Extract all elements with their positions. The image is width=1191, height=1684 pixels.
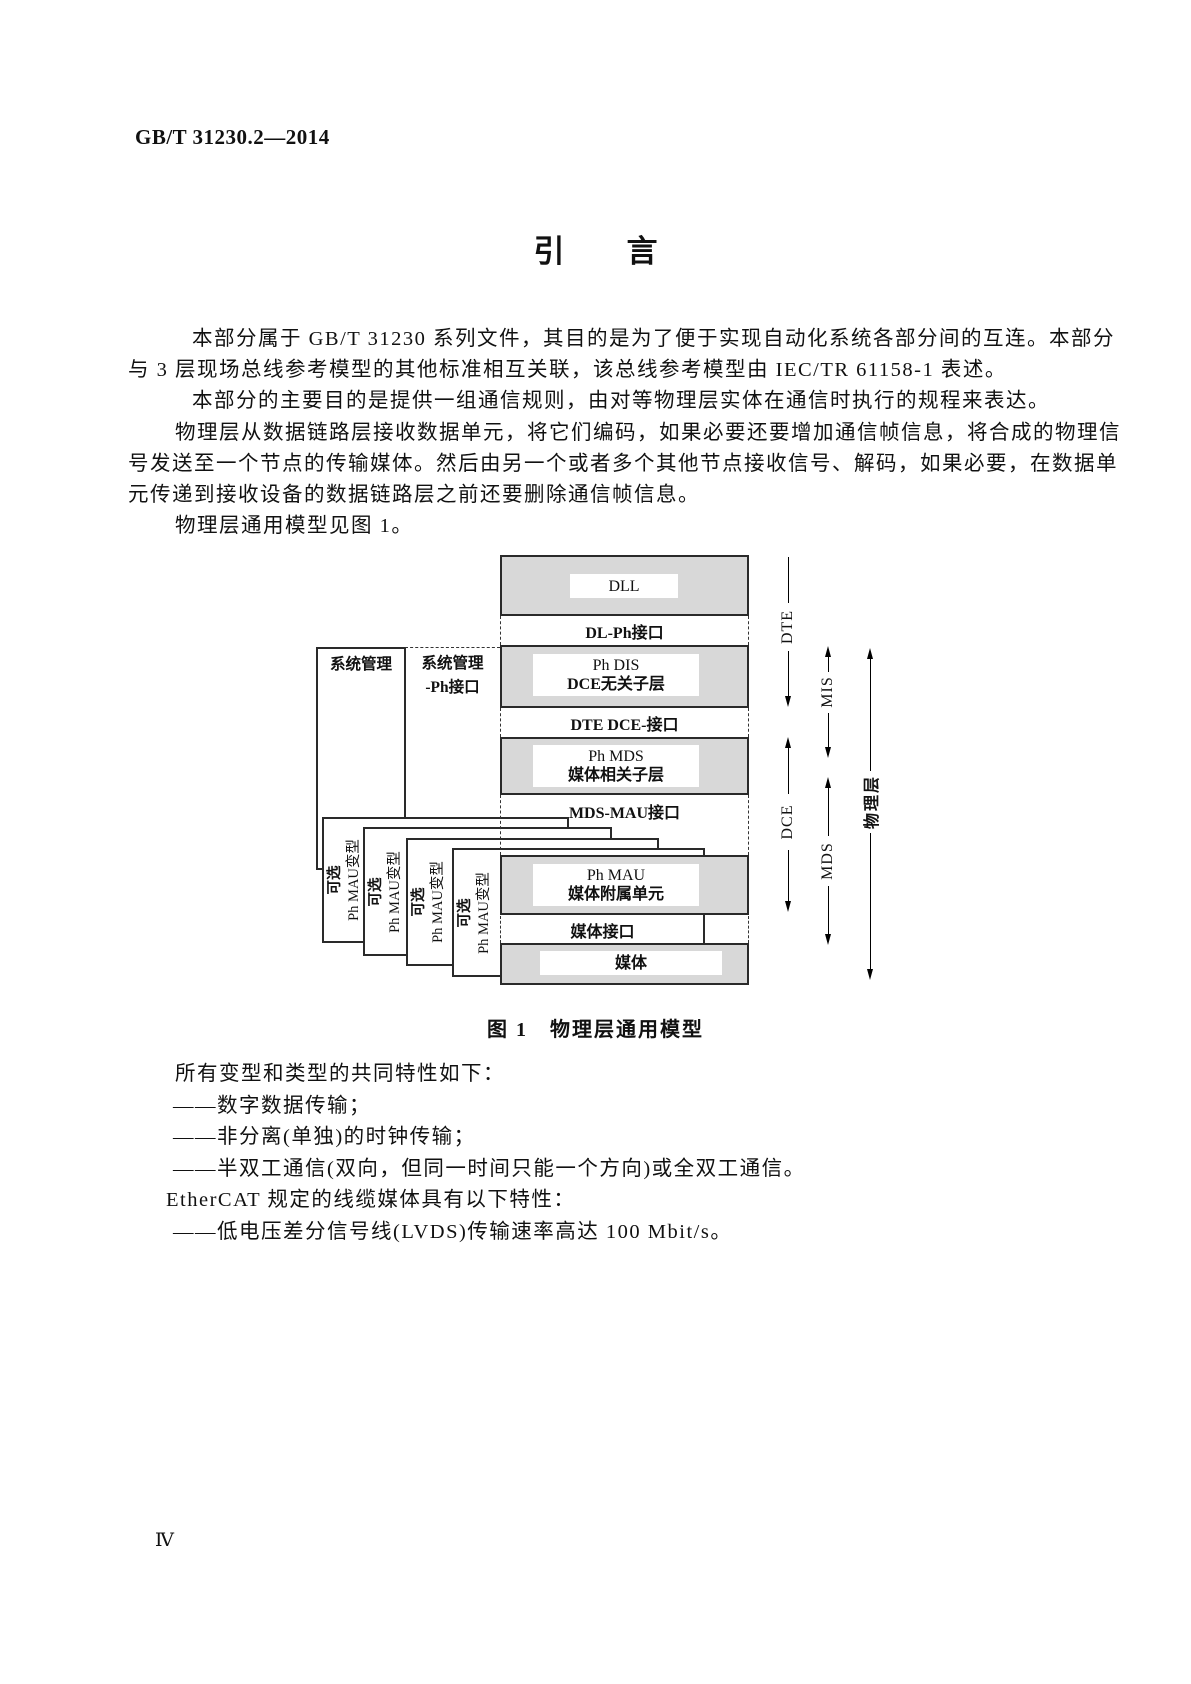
arrowhead-up-icon	[785, 737, 791, 748]
media-label: 媒体	[540, 951, 722, 975]
mds-mau-interface-label: MDS-MAU接口	[568, 805, 681, 822]
dte-bracket-label: DTE	[779, 606, 797, 648]
dashed-connector	[748, 616, 749, 645]
mds-bracket-line	[828, 886, 829, 934]
page-title: 引 言	[533, 234, 658, 269]
arrowhead-down-icon	[825, 934, 831, 945]
mds-bracket-line	[828, 788, 829, 836]
list-line: 所有变型和类型的共同特性如下：	[175, 1063, 505, 1085]
standard-number: GB/T 31230.2—2014	[135, 125, 330, 149]
dce-bracket-line	[788, 748, 789, 794]
list-line: ——数字数据传输；	[173, 1094, 371, 1117]
arrowhead-up-icon	[825, 646, 831, 657]
arrowhead-down-icon	[867, 969, 873, 980]
mis-bracket-label: MIS	[819, 673, 837, 711]
phy-bracket-line	[870, 659, 871, 771]
dashed-connector	[500, 708, 501, 737]
phy-bracket-line	[870, 833, 871, 969]
arrowhead-down-icon	[785, 696, 791, 707]
dashed-connector	[748, 708, 749, 737]
dte-dce-interface-label: DTE DCE-接口	[570, 716, 679, 734]
arrowhead-up-icon	[825, 777, 831, 788]
paragraph-line: 号发送至一个节点的传输媒体。然后由另一个或者多个其他节点接收信号、解码，如果必要…	[128, 452, 1118, 475]
paragraph-line: 物理层通用模型见图 1。	[175, 515, 414, 538]
mis-bracket-line	[828, 657, 829, 672]
paragraph-line: 与 3 层现场总线参考模型的其他标准相互关联，该总线参考模型由 IEC/TR 6…	[128, 359, 1007, 382]
arrowhead-down-icon	[825, 747, 831, 758]
media-interface-label: 媒体接口	[570, 923, 635, 941]
dll-label: DLL	[570, 574, 678, 598]
dce-bracket-line	[788, 850, 789, 901]
mis-bracket-line	[828, 713, 829, 747]
dce-bracket-label: DCE	[779, 801, 797, 843]
dl-ph-interface-label: DL-Ph接口	[585, 624, 664, 642]
list-line: ——半双工通信(双向，但同一时间只能一个方向)或全双工通信。	[173, 1157, 806, 1180]
dte-bracket-line	[788, 651, 789, 696]
dashed-connector	[500, 795, 501, 855]
paragraph-line: 本部分的主要目的是提供一组通信规则，由对等物理层实体在通信时执行的规程来表达。	[192, 390, 1050, 413]
ph-mau-label: Ph MAU 媒体附属单元	[533, 864, 699, 906]
dashed-connector	[500, 916, 501, 943]
dashed-connector	[500, 616, 501, 645]
dte-bracket-line	[788, 557, 789, 603]
list-line: EtherCAT 规定的线缆媒体具有以下特性：	[166, 1189, 576, 1212]
physical-layer-bracket-label: 物理层	[858, 771, 882, 833]
arrowhead-down-icon	[785, 901, 791, 912]
system-management-label: 系统管理	[329, 656, 392, 673]
dashed-connector	[748, 916, 749, 943]
list-line: ——非分离(单独)的时钟传输；	[173, 1126, 476, 1149]
dashed-connector	[405, 647, 500, 648]
paragraph-line: 元传递到接收设备的数据链路层之前还要删除通信帧信息。	[128, 483, 700, 506]
list-line: ——低电压差分信号线(LVDS)传输速率高达 100 Mbit/s。	[173, 1220, 733, 1243]
system-management-ph-interface-label: 系统管理 -Ph接口	[421, 655, 484, 696]
paragraph-line: 本部分属于 GB/T 31230 系列文件，其目的是为了便于实现自动化系统各部分…	[192, 328, 1115, 350]
page-number: Ⅳ	[155, 1530, 174, 1551]
mds-bracket-label: MDS	[819, 839, 837, 883]
intro-paragraphs: 本部分属于 GB/T 31230 系列文件，其目的是为了便于实现自动化系统各部分…	[128, 324, 1121, 542]
dashed-connector	[748, 795, 749, 855]
ph-dis-label: Ph DIS DCE无关子层	[533, 654, 699, 696]
paragraph-line: 物理层从数据链路层接收数据单元，将它们编码，如果必要还要增加通信帧信息，将合成的…	[175, 421, 1121, 444]
feature-list: 所有变型和类型的共同特性如下： ——数字数据传输； ——非分离(单独)的时钟传输…	[128, 1059, 1063, 1249]
arrowhead-up-icon	[867, 648, 873, 659]
ph-mds-label: Ph MDS 媒体相关子层	[533, 745, 699, 787]
figure-caption: 图 1 物理层通用模型	[487, 1019, 704, 1041]
